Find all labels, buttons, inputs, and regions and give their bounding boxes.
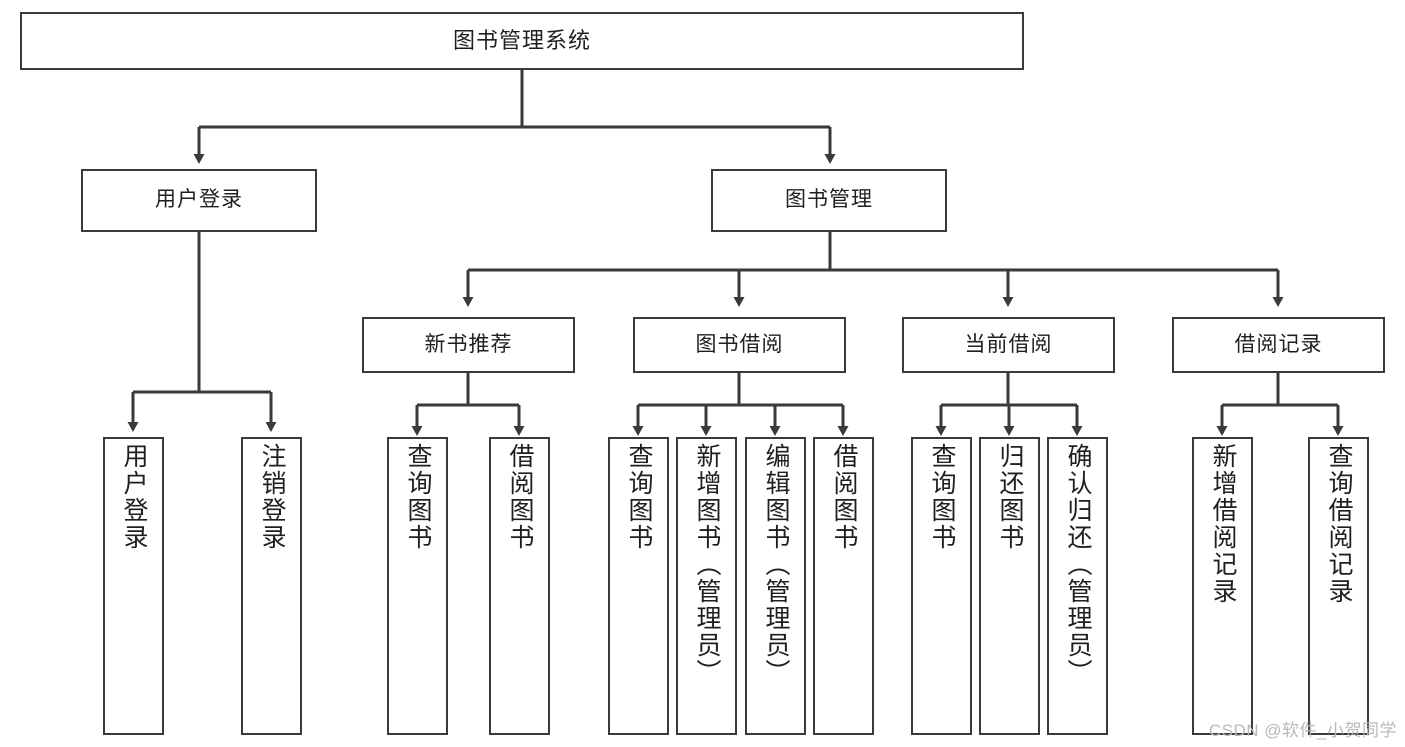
leaf-newbook-borrow-books[interactable]: 借阅图书 [489, 437, 550, 735]
node-label: 查询图书 [404, 443, 432, 551]
node-label: 编辑图书（管理员） [762, 443, 790, 686]
leaf-borrow-edit-book-admin[interactable]: 编辑图书（管理员） [745, 437, 806, 735]
node-label: 用户登录 [120, 443, 148, 551]
node-book-borrowing[interactable]: 图书借阅 [633, 317, 846, 373]
node-label: 当前借阅 [964, 332, 1053, 356]
node-root-book-management-system[interactable]: 图书管理系统 [20, 12, 1024, 70]
leaf-records-query-record[interactable]: 查询借阅记录 [1308, 437, 1369, 735]
node-user-login[interactable]: 用户登录 [81, 169, 317, 232]
watermark-text: CSDN @软件_小贺同学 [1208, 721, 1397, 740]
leaf-borrow-query-books[interactable]: 查询图书 [608, 437, 669, 735]
node-label: 查询借阅记录 [1325, 443, 1353, 605]
node-label: 查询图书 [928, 443, 956, 551]
node-label: 新增图书（管理员） [693, 443, 721, 686]
leaf-current-confirm-return-admin[interactable]: 确认归还（管理员） [1047, 437, 1108, 735]
node-label: 借阅图书 [830, 443, 858, 551]
leaf-newbook-query-books[interactable]: 查询图书 [387, 437, 448, 735]
node-label: 确认归还（管理员） [1064, 443, 1092, 686]
leaf-user-login[interactable]: 用户登录 [103, 437, 164, 735]
leaf-current-return-books[interactable]: 归还图书 [979, 437, 1040, 735]
node-label: 图书管理 [785, 188, 873, 212]
leaf-records-add-record[interactable]: 新增借阅记录 [1192, 437, 1253, 735]
node-label: 图书借阅 [695, 332, 784, 356]
node-label: 借阅记录 [1234, 332, 1323, 356]
node-borrowing-records[interactable]: 借阅记录 [1172, 317, 1385, 373]
leaf-borrow-borrow-books[interactable]: 借阅图书 [813, 437, 874, 735]
node-label: 用户登录 [155, 188, 243, 212]
node-label: 借阅图书 [506, 443, 534, 551]
node-new-book-recommendation[interactable]: 新书推荐 [362, 317, 575, 373]
node-label: 注销登录 [258, 443, 286, 551]
node-label: 查询图书 [625, 443, 653, 551]
node-book-management[interactable]: 图书管理 [711, 169, 947, 232]
node-label: 图书管理系统 [452, 28, 591, 54]
node-label: 新书推荐 [424, 332, 513, 356]
leaf-current-query-books[interactable]: 查询图书 [911, 437, 972, 735]
node-current-borrowing[interactable]: 当前借阅 [902, 317, 1115, 373]
leaf-logout[interactable]: 注销登录 [241, 437, 302, 735]
node-label: 归还图书 [996, 443, 1024, 551]
node-label: 新增借阅记录 [1209, 443, 1237, 605]
leaf-borrow-add-book-admin[interactable]: 新增图书（管理员） [676, 437, 737, 735]
